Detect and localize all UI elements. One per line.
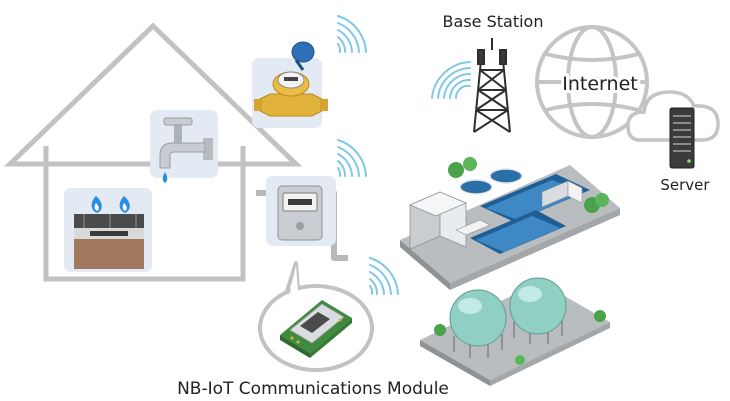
globe-icon bbox=[535, 25, 649, 139]
gas-meter-icon bbox=[256, 176, 348, 261]
gas-stove-icon bbox=[64, 188, 152, 272]
base-station-tower-icon bbox=[473, 38, 511, 133]
base-station-label: Base Station bbox=[443, 12, 544, 31]
water-meter-icon bbox=[252, 41, 328, 128]
gas-storage-tanks-icon bbox=[420, 277, 610, 386]
server-label: Server bbox=[660, 176, 710, 194]
water-treatment-plant-icon bbox=[400, 157, 620, 290]
wireless-signal-icon bbox=[369, 257, 399, 295]
server-icon bbox=[669, 107, 695, 169]
internet-label: Internet bbox=[562, 73, 637, 95]
wireless-signal-icon bbox=[337, 139, 367, 177]
nb-iot-module-icon bbox=[280, 300, 352, 358]
module-label: NB-IoT Communications Module bbox=[177, 379, 449, 399]
water-faucet-icon bbox=[150, 110, 218, 183]
wireless-signal-icon bbox=[337, 15, 367, 53]
wireless-signal-icon bbox=[431, 61, 471, 99]
